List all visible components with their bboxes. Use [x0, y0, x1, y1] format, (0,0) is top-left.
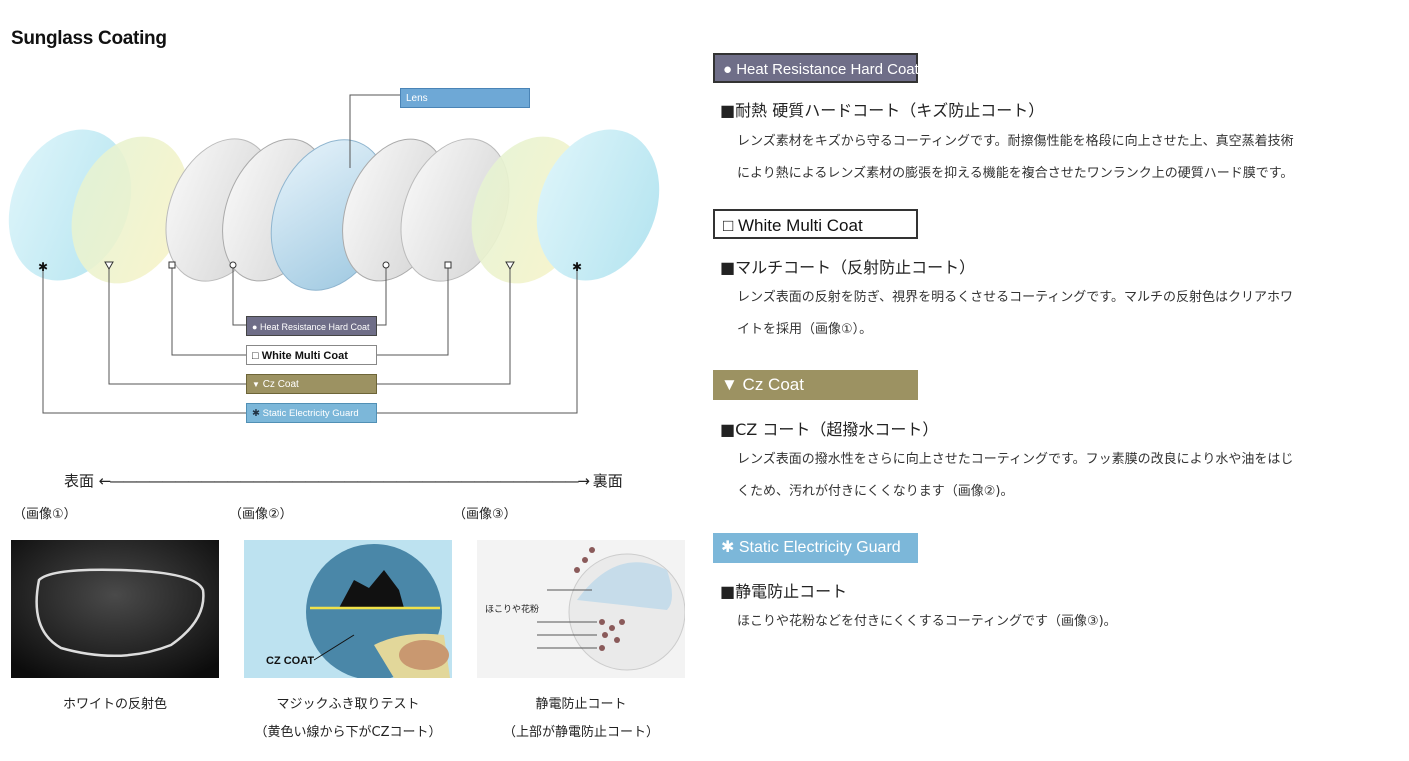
cz-coat-overlay-text: CZ COAT — [266, 655, 314, 667]
caption-2-line-2: （黄色い線から下がCZコート） — [254, 725, 442, 740]
label-white-text: White Multi Coat — [261, 350, 348, 362]
heading-cz-coat: ■CZ コート（超撥水コート） — [720, 420, 939, 439]
photo-cz-coat-test: CZ COAT — [244, 540, 452, 678]
label-white-multi: □ White Multi Coat — [246, 345, 377, 365]
direction-arrow: ←————————————————————————————————————→ — [98, 472, 590, 490]
body-heat-resistance: レンズ素材をキズから守るコーティングです。耐擦傷性能を格段に向上させた上、真空蒸… — [737, 126, 1387, 190]
tag-white-multi: □ White Multi Coat — [713, 209, 918, 239]
tag-cz-coat: ▼ Cz Coat — [713, 370, 918, 400]
photo-static-guard: ほこりや花粉 — [477, 540, 685, 678]
svg-text:✱: ✱ — [572, 260, 582, 274]
caption-3-line-1: 静電防止コート — [535, 697, 627, 712]
lens-layers-illustration: ✱ ✱ — [8, 94, 660, 414]
front-surface-label: 表面 — [64, 472, 95, 490]
image-ref-1: （画像①） — [13, 507, 77, 522]
cz-wipe-test-image: CZ COAT — [244, 540, 450, 678]
heading-white-multi: ■マルチコート（反射防止コート） — [720, 258, 976, 277]
heading-heat-resistance: ■耐熱 硬質ハードコート（キズ防止コート） — [720, 101, 1045, 120]
body-static-guard: ほこりや花粉などを付きにくくするコーティングです（画像③)。 — [737, 606, 1387, 638]
square-symbol-icon: □ — [252, 350, 259, 362]
body-line: イトを採用（画像①）。 — [737, 322, 873, 337]
surface-direction-row: 表面 ←————————————————————————————————————… — [64, 470, 664, 491]
triangle-symbol-icon: ▼ — [252, 380, 260, 389]
body-line: ほこりや花粉などを付きにくくするコーティングです（画像③)。 — [737, 614, 1117, 629]
caption-image-3: 静電防止コート （上部が静電防止コート） — [477, 691, 685, 747]
body-white-multi: レンズ表面の反射を防ぎ、視界を明るくさせるコーティングです。マルチの反射色はクリ… — [737, 282, 1387, 346]
body-line: レンズ表面の撥水性をさらに向上させたコーティングです。フッ素膜の改良により水や油… — [737, 452, 1294, 467]
label-heat-resistance: ● Heat Resistance Hard Coat — [246, 316, 377, 336]
caption-2-line-1: マジックふき取りテスト — [276, 697, 420, 712]
photo-white-reflection — [11, 540, 219, 678]
caption-image-1: ホワイトの反射色 — [11, 691, 219, 719]
static-dust-image: ほこりや花粉 — [477, 540, 685, 678]
caption-image-2: マジックふき取りテスト （黄色い線から下がCZコート） — [244, 691, 452, 747]
page-title: Sunglass Coating — [11, 28, 167, 49]
caption-3-line-2: （上部が静電防止コート） — [502, 725, 659, 740]
circle-symbol-icon: ● — [252, 322, 258, 332]
back-surface-label: 裏面 — [592, 472, 623, 490]
asterisk-symbol-icon: ✱ — [252, 408, 260, 419]
layer-static-right — [536, 129, 660, 281]
label-lens: Lens — [400, 88, 530, 108]
label-heat-text: Heat Resistance Hard Coat — [259, 322, 370, 332]
dust-overlay-text: ほこりや花粉 — [485, 603, 539, 615]
tag-static-guard: ✱ Static Electricity Guard — [713, 533, 918, 563]
body-line: くため、汚れが付きにくくなります（画像②)。 — [737, 484, 1014, 499]
label-cz-text: Cz Coat — [262, 379, 299, 390]
layer-cz-left — [71, 136, 189, 284]
caption-1-line-1: ホワイトの反射色 — [62, 697, 167, 712]
body-cz-coat: レンズ表面の撥水性をさらに向上させたコーティングです。フッ素膜の改良により水や油… — [737, 444, 1387, 508]
label-static-text: Static Electricity Guard — [262, 408, 359, 419]
tag-heat-resistance: ● Heat Resistance Hard Coat — [713, 53, 919, 83]
svg-text:✱: ✱ — [38, 260, 48, 274]
body-line: により熱によるレンズ素材の膨張を抑える機能を複合させたワンランク上の硬質ハード膜… — [737, 166, 1294, 181]
image-ref-3: （画像③） — [453, 507, 517, 522]
lens-layer-diagram: ✱ ✱ Lens ● Heat Resistance Hard Coat □ W… — [0, 70, 680, 450]
heading-static-guard: ■静電防止コート — [720, 582, 848, 601]
body-line: レンズ表面の反射を防ぎ、視界を明るくさせるコーティングです。マルチの反射色はクリ… — [737, 290, 1294, 305]
label-cz-coat: ▼ Cz Coat — [246, 374, 377, 394]
image-ref-2: （画像②） — [229, 507, 293, 522]
body-line: レンズ素材をキズから守るコーティングです。耐擦傷性能を格段に向上させた上、真空蒸… — [737, 134, 1294, 149]
label-static-guard: ✱ Static Electricity Guard — [246, 403, 377, 423]
lens-reflection-image — [11, 540, 219, 678]
